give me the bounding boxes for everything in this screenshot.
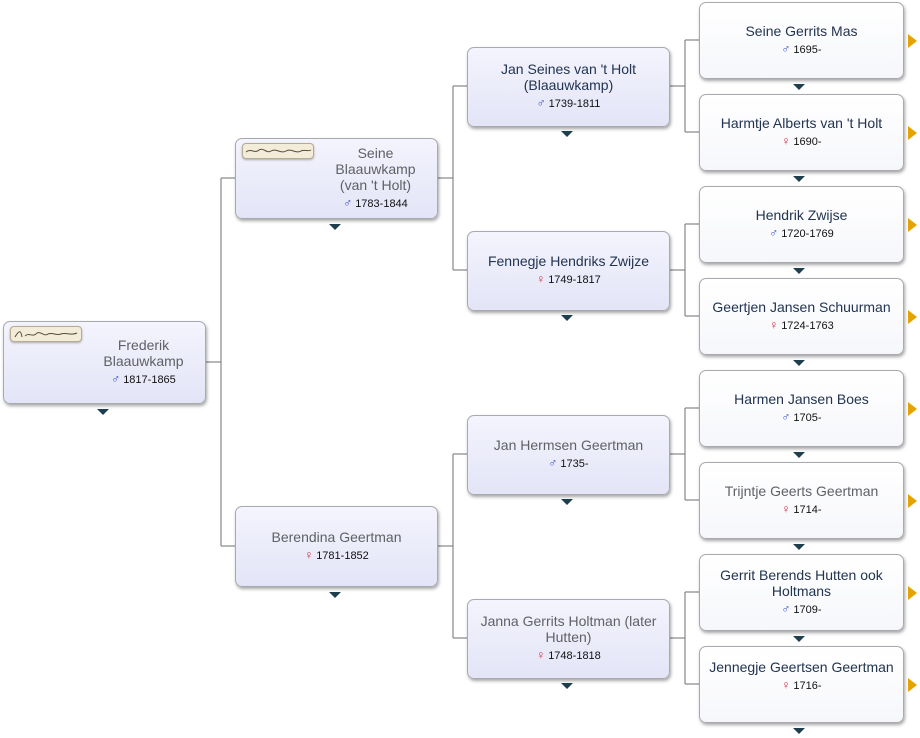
person-card-seine-blaauwkamp[interactable]: Seine Blaauwkamp (van 't Holt) ♂1783-184… [235,138,438,219]
person-dates: 1735- [560,458,589,470]
male-icon: ♂ [781,42,791,56]
signature-image [10,326,82,342]
person-dates: 1695- [793,44,822,56]
person-card-jan-hermsen-geertman[interactable]: Jan Hermsen Geertman ♂1735- [467,415,670,495]
expand-descendants-icon[interactable] [793,728,805,734]
female-icon: ♀ [781,134,791,148]
expand-descendants-icon[interactable] [561,315,573,321]
person-card-berendina-geertman[interactable]: Berendina Geertman ♀1781-1852 [235,506,438,587]
expand-descendants-icon[interactable] [561,499,573,505]
person-dates: 1724-1763 [781,320,834,332]
male-icon: ♂ [536,96,546,110]
person-name: Geertjen Jansen Schuurman [712,299,891,315]
triangle-right-icon[interactable] [908,494,917,508]
person-name: Trijntje Geerts Geertman [724,483,879,499]
person-name: Harmtje Alberts van 't Holt [720,115,883,131]
person-card-harmtje-alberts-van-t-holt[interactable]: Harmtje Alberts van 't Holt ♀1690- [699,94,904,171]
person-name: Gerrit Berends Hutten ook Holtmans [720,567,883,599]
male-icon: ♂ [781,602,791,616]
person-name: Jennegje Geertsen Geertman [709,659,894,675]
person-dates: 1705- [793,412,822,424]
person-card-hendrik-zwijse[interactable]: Hendrik Zwijse ♂1720-1769 [699,186,904,263]
person-dates: 1783-1844 [355,198,408,210]
triangle-right-icon[interactable] [908,402,917,416]
person-card-harmen-jansen-boes[interactable]: Harmen Jansen Boes ♂1705- [699,370,904,447]
expand-descendants-icon[interactable] [793,636,805,642]
expand-descendants-icon[interactable] [561,683,573,689]
person-name: Seine Gerrits Mas [745,23,858,39]
female-icon: ♀ [781,502,791,516]
person-card-seine-gerrits-mas[interactable]: Seine Gerrits Mas ♂1695- [699,2,904,79]
person-card-janna-gerrits-holtman[interactable]: Janna Gerrits Holtman (later Hutten) ♀17… [467,599,670,679]
male-icon: ♂ [343,196,353,210]
expand-descendants-icon[interactable] [793,452,805,458]
person-card-fennegje-hendriks-zwijze[interactable]: Fennegje Hendriks Zwijze ♀1749-1817 [467,231,670,311]
expand-descendants-icon[interactable] [561,131,573,137]
person-card-trijntje-geerts-geertman[interactable]: Trijntje Geerts Geertman ♀1714- [699,462,904,539]
person-dates: 1709- [793,604,822,616]
person-card-gerrit-berends-hutten[interactable]: Gerrit Berends Hutten ook Holtmans ♂1709… [699,554,904,631]
person-card-jennegje-geertsen-geertman[interactable]: Jennegje Geertsen Geertman ♀1716- [699,646,904,723]
person-name: Jan Hermsen Geertman [493,437,644,453]
female-icon: ♀ [536,648,546,662]
female-icon: ♀ [536,272,546,286]
triangle-right-icon[interactable] [908,310,917,324]
person-dates: 1690- [793,136,822,148]
expand-descendants-icon[interactable] [793,544,805,550]
expand-descendants-icon[interactable] [97,409,109,415]
female-icon: ♀ [304,548,314,562]
person-name: Fennegje Hendriks Zwijze [487,253,650,269]
triangle-right-icon[interactable] [908,126,917,140]
triangle-right-icon[interactable] [908,678,917,692]
person-dates: 1716- [793,680,822,692]
person-name: Harmen Jansen Boes [734,391,869,407]
person-dates: 1781-1852 [316,550,369,562]
male-icon: ♂ [781,410,791,424]
person-card-jan-seines-van-t-holt[interactable]: Jan Seines van 't Holt (Blaauwkamp) ♂173… [467,47,670,127]
person-name: Hendrik Zwijse [755,207,848,223]
signature-image [242,143,314,159]
expand-descendants-icon[interactable] [793,360,805,366]
male-icon: ♂ [111,372,121,386]
triangle-right-icon[interactable] [908,34,917,48]
person-name: Frederik Blaauwkamp [103,337,184,369]
female-icon: ♀ [769,318,779,332]
expand-descendants-icon[interactable] [793,84,805,90]
expand-descendants-icon[interactable] [329,224,341,230]
person-name: Janna Gerrits Holtman (later Hutten) [480,613,657,645]
female-icon: ♀ [781,678,791,692]
person-name: Seine Blaauwkamp (van 't Holt) [335,145,416,193]
triangle-right-icon[interactable] [908,218,917,232]
person-dates: 1817-1865 [123,374,176,386]
expand-descendants-icon[interactable] [793,268,805,274]
expand-descendants-icon[interactable] [793,176,805,182]
person-card-frederik-blaauwkamp[interactable]: Frederik Blaauwkamp ♂1817-1865 [3,321,206,404]
person-dates: 1720-1769 [781,228,834,240]
person-dates: 1748-1818 [548,650,601,662]
person-card-geertjen-jansen-schuurman[interactable]: Geertjen Jansen Schuurman ♀1724-1763 [699,278,904,355]
person-name: Berendina Geertman [271,529,402,545]
male-icon: ♂ [769,226,779,240]
person-dates: 1749-1817 [548,274,601,286]
person-name: Jan Seines van 't Holt (Blaauwkamp) [501,61,636,93]
person-dates: 1714- [793,504,822,516]
male-icon: ♂ [548,456,558,470]
expand-descendants-icon[interactable] [329,592,341,598]
triangle-right-icon[interactable] [908,586,917,600]
person-dates: 1739-1811 [548,98,601,110]
